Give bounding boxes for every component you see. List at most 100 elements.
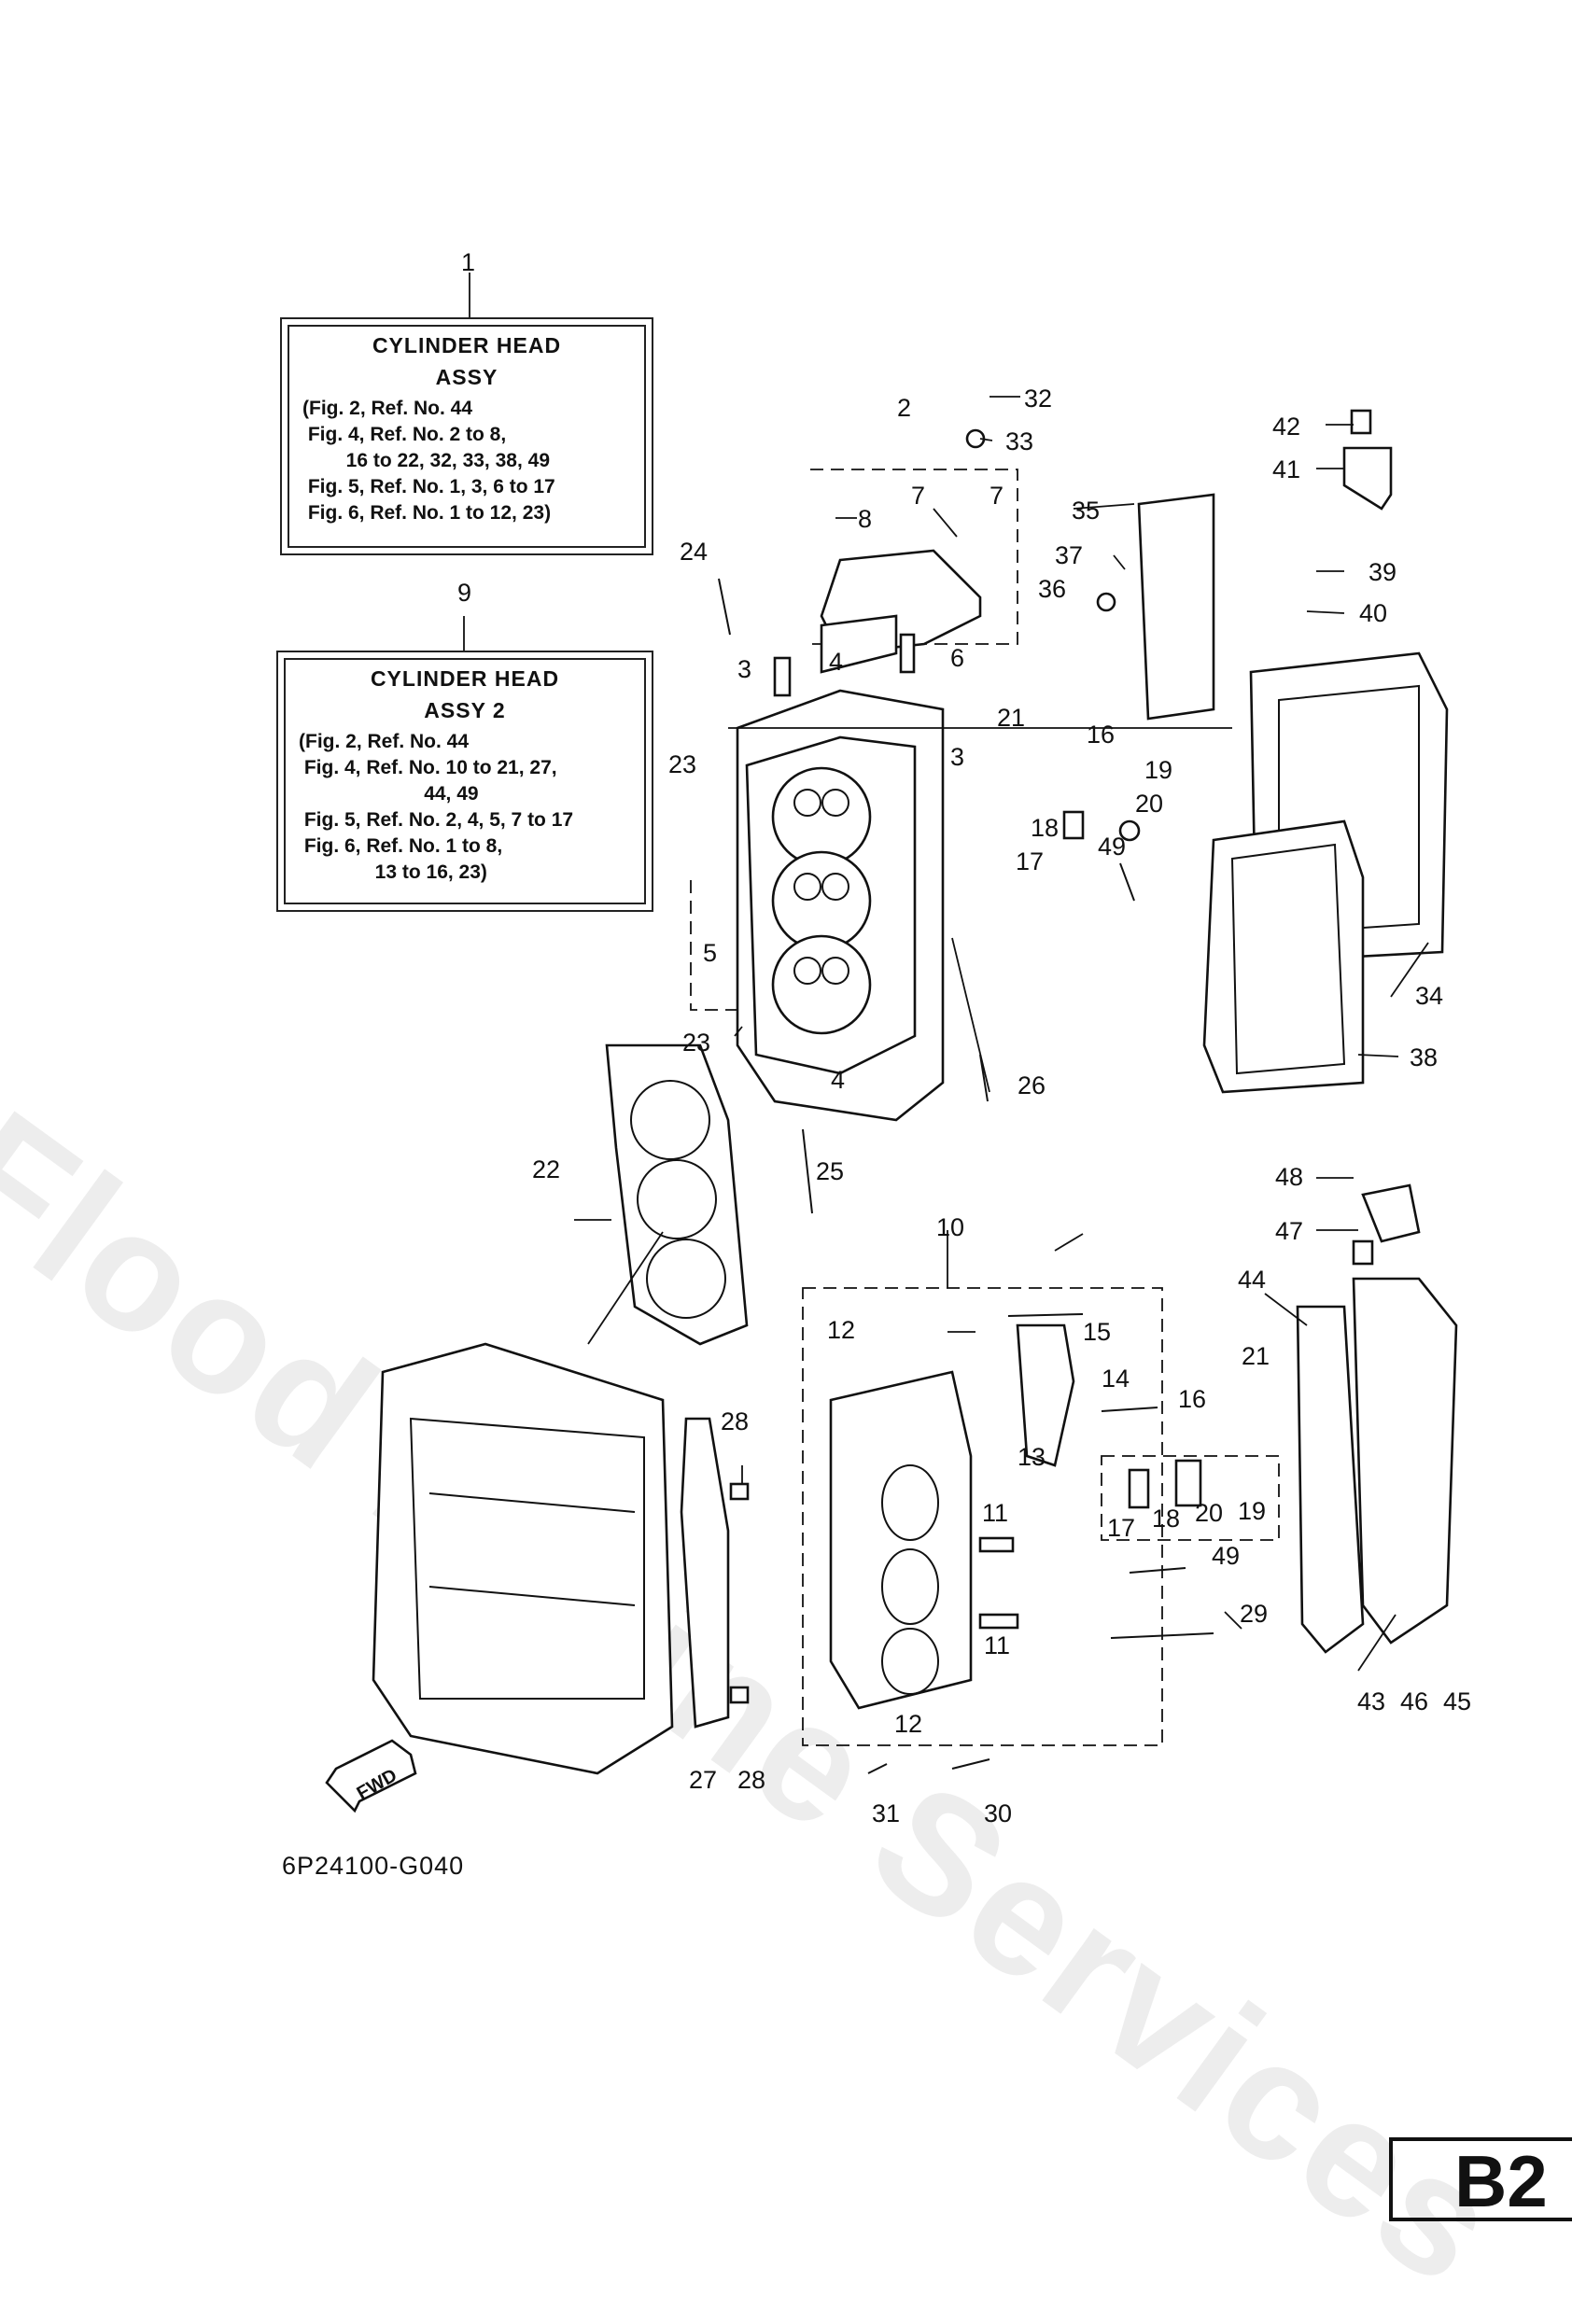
callout-38: 38 [1410,1043,1438,1071]
callout-12b: 12 [894,1710,922,1738]
callout-29: 29 [1240,1600,1268,1628]
callout-28b: 28 [737,1766,765,1794]
callout-14: 14 [1102,1365,1130,1393]
group-23-dashed-frame [690,880,747,1011]
camshaft-cap-13 [1016,1323,1075,1467]
thermostat-17 [1062,810,1085,840]
callout-19b: 19 [1238,1497,1266,1525]
box1-line: 16 to 22, 32, 33, 38, 49 [302,450,550,471]
callout-6: 6 [950,644,964,672]
combustion-chamber-3 [771,934,872,1035]
box9-line: Fig. 6, Ref. No. 1 to 8, [299,835,503,857]
callout-23b: 23 [682,1029,710,1057]
leader-lines [574,396,1429,1672]
bracket-41 [1342,446,1393,511]
callout-12a: 12 [827,1316,855,1344]
callout-11a: 11 [982,1499,1008,1527]
callout-27: 27 [689,1766,717,1794]
callout-4a: 4 [829,648,843,676]
callout-48: 48 [1275,1163,1303,1191]
callout-37: 37 [1055,541,1083,569]
callout-45: 45 [1443,1687,1471,1715]
callout-23a: 23 [668,750,696,778]
combustion-chamber-2 [771,850,872,951]
head-gasket-27 [680,1417,730,1729]
gasket-35 [1137,493,1215,721]
page-tag: B2 [1389,2137,1572,2221]
callout-3a: 3 [737,655,751,683]
callout-17a: 17 [1016,847,1044,875]
bracket-47 [1361,1183,1421,1243]
callout-20b: 20 [1195,1499,1223,1527]
box9-line: Fig. 5, Ref. No. 2, 4, 5, 7 to 17 [299,809,574,831]
box9-line: Fig. 4, Ref. No. 10 to 21, 27, [299,757,557,778]
callout-46: 46 [1400,1687,1428,1715]
callout-30: 30 [984,1799,1012,1827]
callouts: 1 9 2 32 33 8 7 7 35 37 36 42 41 39 40 2… [354,248,1471,1827]
box9-line: 44, 49 [299,783,479,805]
figure-code: 6P24100-G040 [282,1852,465,1880]
callout-26: 26 [1018,1071,1046,1099]
callout-18a: 18 [1031,814,1059,842]
callout-16a: 16 [1087,721,1115,749]
callout-31: 31 [872,1799,900,1827]
box1-line: Fig. 5, Ref. No. 1, 3, 6 to 17 [302,476,555,497]
callout-40: 40 [1359,599,1387,627]
callout-35: 35 [1072,497,1100,525]
assy-info-box-1: CYLINDER HEAD ASSY (Fig. 2, Ref. No. 44 … [280,317,653,555]
callout-5: 5 [703,939,717,967]
callout-42: 42 [1272,413,1300,441]
callout-24: 24 [680,538,708,566]
box1-line: Fig. 6, Ref. No. 1 to 12, 23) [302,502,552,524]
box1-subtitle: ASSY [435,365,498,389]
callout-44: 44 [1238,1266,1266,1294]
cylinder-head-gasket-22 [605,1043,749,1346]
callout-2: 2 [897,394,911,422]
callout-9: 9 [457,579,471,607]
block-body [372,1342,674,1775]
camshaft-cap-lower [820,614,898,674]
box9-title: CYLINDER HEAD [370,666,560,691]
lower-head-block [829,1370,973,1710]
callout-11b: 11 [984,1631,1010,1659]
upper-head-cover [1137,446,1449,1094]
fwd-arrow [325,1739,417,1813]
callout-13: 13 [1018,1443,1046,1471]
callout-16b: 16 [1178,1385,1206,1413]
lower-cylinder-head [680,1183,1458,1746]
dowel-6 [899,633,916,674]
head-cover-gasket-44 [1296,1305,1365,1654]
callout-34: 34 [1415,982,1443,1010]
callout-21b: 21 [1242,1342,1270,1370]
callout-20a: 20 [1135,790,1163,818]
assy-info-box-9: CYLINDER HEAD ASSY 2 (Fig. 2, Ref. No. 4… [276,651,653,912]
box9-line: (Fig. 2, Ref. No. 44 [299,731,470,752]
head-cover-gasket-38 [1202,819,1365,1094]
fasteners [718,409,1374,1774]
callout-49b: 49 [1212,1542,1240,1570]
callout-3b: 3 [950,743,964,771]
callout-25: 25 [816,1157,844,1185]
head-cover-43 [1352,1277,1458,1645]
box9-line: 13 to 16, 23) [299,861,487,883]
callout-28a: 28 [721,1407,749,1435]
upper-cylinder-head [690,469,1232,1122]
callout-21a: 21 [997,704,1025,732]
box1-title: CYLINDER HEAD [372,333,562,357]
callout-32: 32 [1024,385,1052,413]
callout-1: 1 [461,248,475,276]
callout-36: 36 [1038,575,1066,603]
callout-33: 33 [1005,427,1033,455]
callout-43: 43 [1357,1687,1385,1715]
callout-15: 15 [1083,1318,1111,1346]
callout-47: 47 [1275,1217,1303,1245]
callout-4b: 4 [831,1066,845,1094]
box1-line: Fig. 4, Ref. No. 2 to 8, [302,424,507,445]
callout-22: 22 [532,1155,560,1183]
callout-49a: 49 [1098,833,1126,861]
callout-18b: 18 [1152,1505,1180,1533]
callout-10: 10 [936,1213,964,1241]
callout-7b: 7 [990,482,1004,510]
callout-7a: 7 [911,482,925,510]
